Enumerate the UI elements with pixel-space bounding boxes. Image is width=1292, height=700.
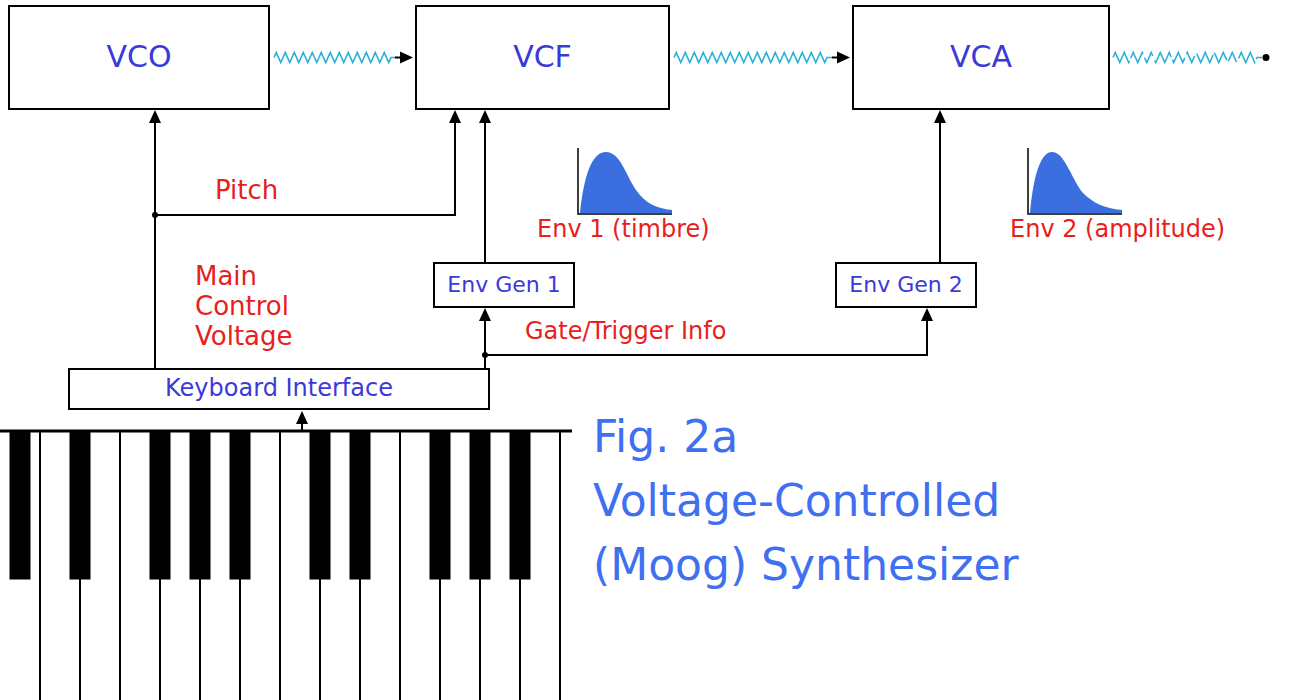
module-box: VCO — [8, 5, 270, 110]
box-text: VCO — [106, 40, 171, 75]
connector-line — [939, 120, 941, 262]
box-text: Env Gen 2 — [849, 272, 962, 297]
module-box: VCF — [415, 5, 670, 110]
arrow-head — [400, 52, 413, 64]
box-text: Env Gen 1 — [447, 272, 560, 297]
box-text: VCF — [513, 40, 572, 75]
keyboard-wire — [296, 411, 308, 430]
control-connector — [155, 110, 461, 368]
arrow-head — [934, 110, 946, 123]
caption-word: (Moog) — [593, 539, 747, 590]
envelope-label: Env 1 (timbre) — [537, 216, 710, 244]
connector-line — [155, 120, 455, 368]
interface-box: Keyboard Interface — [68, 368, 490, 410]
box-text: VCA — [950, 40, 1012, 75]
signal-label: Main Control Voltage — [195, 262, 335, 352]
amplitude-envelope-shape — [1028, 148, 1122, 214]
module-box: VCA — [852, 5, 1110, 110]
waveform-line — [274, 53, 395, 63]
connector-line — [485, 318, 927, 368]
figure-caption: Fig. 2a Voltage-Controlled (Moog) Synthe… — [593, 405, 1123, 596]
control-connector — [485, 308, 933, 368]
signal-label: Pitch — [215, 176, 278, 206]
keyboard-illustration — [0, 431, 572, 700]
signal-label: Gate/Trigger Info — [525, 318, 726, 346]
box-text: Keyboard Interface — [165, 375, 393, 403]
arrow-head — [837, 52, 850, 64]
junction-dot — [152, 212, 158, 218]
arrow-head — [479, 308, 491, 321]
caption-word: Fig. — [593, 411, 669, 462]
arrow-head — [449, 110, 461, 123]
connector-line — [484, 120, 486, 262]
output-waveform — [1113, 53, 1262, 63]
signal-connector — [674, 52, 850, 64]
junction-dot — [482, 352, 488, 358]
envelope-label: Env 2 (amplitude) — [1010, 216, 1225, 244]
caption-word: 2a — [683, 411, 738, 462]
signal-connector — [274, 52, 413, 64]
control-connector — [479, 110, 491, 262]
envelope-generator-box: Env Gen 1 — [433, 262, 575, 308]
waveform-line — [674, 53, 832, 63]
arrow-head — [921, 308, 933, 321]
output-terminal — [1263, 54, 1270, 61]
caption-word: Voltage-Controlled — [593, 475, 1000, 526]
envelope-generator-box: Env Gen 2 — [835, 262, 977, 308]
filter-envelope-shape — [578, 148, 672, 214]
caption-word: Synthesizer — [761, 539, 1018, 590]
control-connector — [934, 110, 946, 262]
arrow-head — [149, 110, 161, 123]
arrow-head — [479, 110, 491, 123]
